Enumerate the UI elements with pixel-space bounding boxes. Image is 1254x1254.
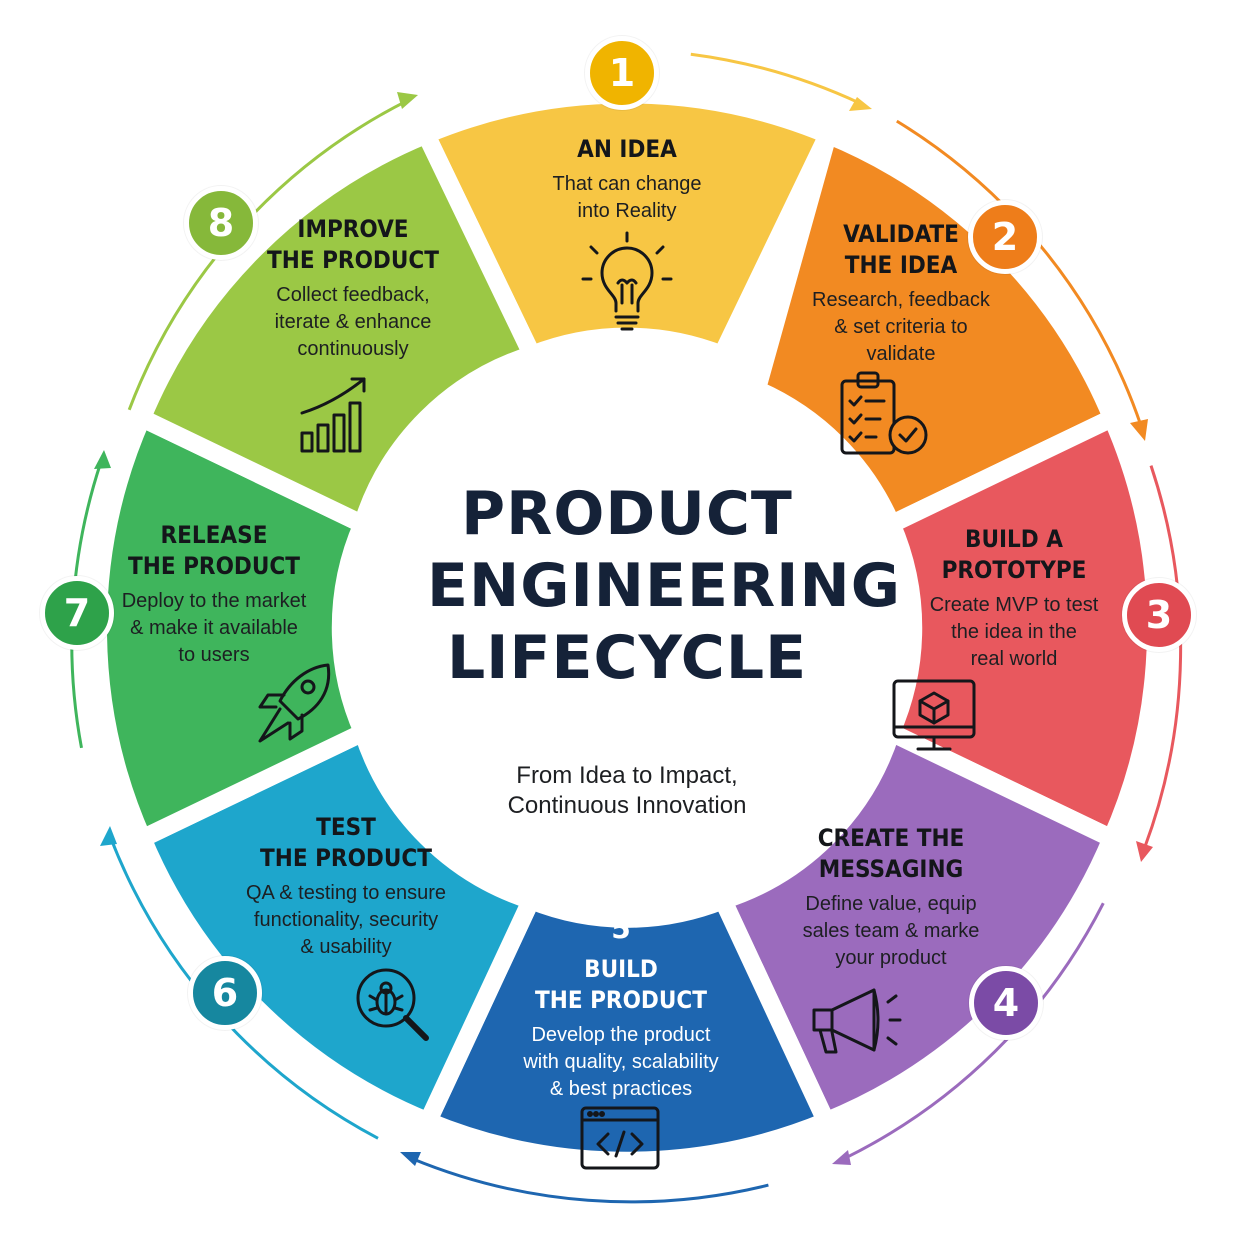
monitor-cube-icon — [892, 679, 976, 751]
stage-6-title: TEST THE PRODUCT — [260, 813, 432, 872]
stage-3-badge: 3 — [1122, 578, 1196, 652]
stage-6-description: QA & testing to ensure functionality, se… — [245, 882, 447, 958]
stage-7-description: Deploy to the market & make it available… — [121, 590, 307, 666]
stage-5-text: 5 BUILD THE PRODUCT Develop the product … — [486, 912, 756, 1103]
segment-1 — [417, 85, 837, 364]
code-window-icon — [580, 1106, 660, 1170]
subtitle-line: From Idea to Impact, — [516, 762, 738, 789]
title-line: PRODUCT — [461, 479, 793, 549]
stage-3-text: BUILD A PROTOTYPE Create MVP to test the… — [894, 524, 1134, 673]
stage-7-title: RELEASE THE PRODUCT — [128, 521, 300, 580]
stage-8-title: IMPROVE THE PRODUCT — [267, 215, 439, 274]
rocket-icon — [258, 663, 331, 743]
cycle-arrow-3-4 — [1143, 465, 1183, 849]
cycle-arrow-5-6 — [411, 1157, 769, 1204]
arrowhead-5-6 — [400, 1152, 421, 1166]
stage-4-text: CREATE THE MESSAGING Define value, equip… — [771, 823, 1011, 972]
stage-1-title: AN IDEA — [577, 135, 677, 163]
diagram-subtitle: From Idea to Impact, Continuous Innovati… — [457, 761, 797, 821]
stage-2-text: VALIDATE THE IDEA Research, feedback & s… — [781, 219, 1021, 368]
stage-8-text: IMPROVE THE PRODUCT Collect feedback, it… — [233, 214, 473, 363]
stage-4-badge: 4 — [969, 966, 1043, 1040]
title-line: ENGINEERING — [427, 551, 901, 621]
stage-4-description: Define value, equip sales team & marke y… — [802, 893, 980, 969]
segment-5 — [419, 891, 835, 1170]
arrowhead-7-8 — [94, 450, 111, 469]
stage-2-description: Research, feedback & set criteria to val… — [812, 289, 990, 365]
clipboard-check-icon — [840, 371, 928, 455]
arrowhead-8-1 — [397, 92, 418, 109]
segment-3 — [882, 409, 1165, 848]
cycle-arrow-4-5 — [845, 902, 1105, 1160]
stage-7-badge: 7 — [40, 576, 114, 650]
stage-5-title: BUILD THE PRODUCT — [535, 955, 707, 1014]
stage-2-title: VALIDATE THE IDEA — [843, 220, 959, 279]
segment-2 — [747, 125, 1122, 534]
stage-8-description: Collect feedback, iterate & enhance cont… — [274, 284, 432, 360]
arrowhead-6-7 — [100, 826, 117, 846]
arrowhead-4-5 — [832, 1150, 851, 1165]
stage-5-description: Develop the product with quality, scalab… — [523, 1024, 719, 1100]
cycle-arrow-1-2 — [690, 52, 861, 105]
arrowhead-3-4 — [1136, 841, 1153, 862]
stage-5-number: 5 — [611, 912, 631, 945]
stage-1-badge: 1 — [585, 36, 659, 110]
diagram-title: PRODUCT ENGINEERING LIFECYCLE — [427, 478, 901, 694]
stage-2-badge: 2 — [968, 200, 1042, 274]
cycle-arrow-2-3 — [896, 119, 1143, 427]
stage-1-text: AN IDEA That can change into Reality — [497, 134, 757, 225]
growth-chart-icon — [300, 377, 366, 453]
stage-3-description: Create MVP to test the idea in the real … — [929, 594, 1099, 670]
stage-4-title: CREATE THE MESSAGING — [817, 824, 965, 883]
stage-1-description: That can change into Reality — [552, 173, 702, 222]
megaphone-icon — [812, 988, 902, 1054]
bug-search-icon — [356, 968, 429, 1041]
subtitle-line: Continuous Innovation — [507, 792, 747, 819]
arrowhead-2-3 — [1130, 419, 1148, 441]
segment-8 — [132, 125, 541, 534]
stage-8-badge: 8 — [184, 186, 258, 260]
arrowhead-1-2 — [849, 97, 872, 111]
lightbulb-icon — [581, 231, 673, 331]
stage-6-text: TEST THE PRODUCT QA & testing to ensure … — [211, 812, 481, 961]
stage-6-badge: 6 — [188, 956, 262, 1030]
stage-7-text: RELEASE THE PRODUCT Deploy to the market… — [94, 520, 334, 669]
title-line: LIFECYCLE — [446, 623, 808, 693]
stage-3-title: BUILD A PROTOTYPE — [941, 525, 1087, 584]
